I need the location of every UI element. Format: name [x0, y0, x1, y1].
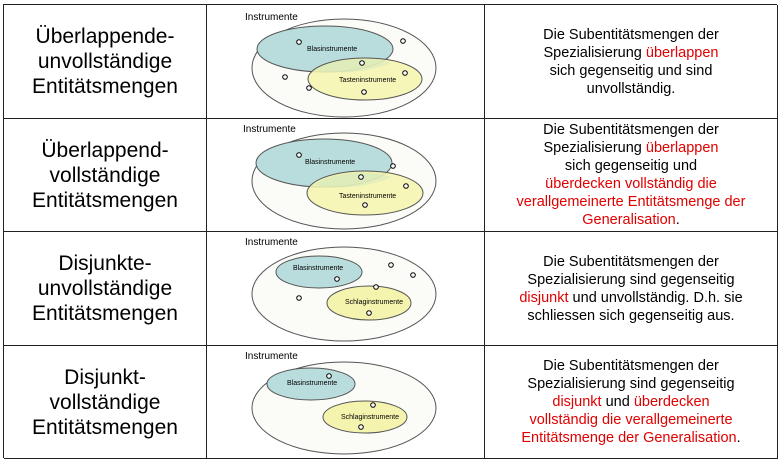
element-dot — [334, 276, 340, 282]
element-dot — [400, 38, 406, 44]
outer-set-label: Instrumente — [245, 351, 298, 362]
set-a-label: Blasinstrumente — [287, 380, 337, 387]
desc-text: Die Subentitätsmengen der — [543, 26, 719, 43]
disjoint-complete-diagram: Instrumente Blasinstrumente Schlaginstru… — [245, 351, 437, 455]
comparison-table: Überlappende- unvollständige Entitätsmen… — [3, 4, 778, 459]
title-line: Disjunkte- — [58, 252, 152, 275]
title-line: vollständige — [49, 163, 161, 187]
desc-text: schliessen sich gegenseitig aus. — [527, 307, 735, 324]
row-1-title: Überlappende- unvollständige Entitätsmen… — [4, 5, 207, 119]
set-a-ellipse — [275, 255, 363, 289]
desc-highlight: Generalisation — [582, 212, 676, 228]
desc-highlight: disjunkt — [552, 394, 602, 410]
desc-text: sich gegenseitig und sind — [549, 62, 713, 79]
desc-highlight: überlappen — [645, 140, 719, 156]
set-b-ellipse — [322, 400, 408, 434]
row-4-title: Disjunkt- vollständige Entitätsmengen — [4, 346, 207, 459]
set-a-ellipse — [266, 367, 356, 401]
overlap-region — [315, 59, 391, 73]
set-b-label: Schlaginstrumente — [341, 414, 399, 421]
desc-highlight: überdecken — [633, 394, 710, 410]
element-dot — [361, 89, 367, 95]
title-line: Entitätsmengen — [32, 302, 178, 325]
set-a-label: Blasinstrumente — [307, 46, 357, 53]
desc-text: Spezialisierung — [543, 140, 646, 156]
set-b-ellipse — [326, 285, 412, 321]
set-a-label: Blasinstrumente — [305, 159, 355, 166]
element-dot — [370, 402, 376, 408]
title-line: unvollständige — [37, 50, 173, 73]
desc-highlight: verallgemeinerte Entitätsmenge der — [516, 194, 746, 210]
title-line: Überlappend- — [41, 138, 169, 162]
row-3-diagram: Instrumente Blasinstrumente Schlaginstru… — [207, 232, 485, 346]
elements — [296, 152, 409, 208]
desc-text: Die Subentitätsmengen der — [543, 122, 719, 138]
element-dot — [296, 295, 302, 301]
row-2-description: Die Subentitätsmengen der Spezialisierun… — [485, 119, 778, 232]
set-b-label: Tasteninstrumente — [339, 77, 396, 84]
set-a-label: Blasinstrumente — [293, 265, 343, 272]
desc-highlight: disjunkt — [519, 289, 569, 306]
row-3-description: Die Subentitätsmengen der Spezialisierun… — [485, 232, 778, 346]
element-dot — [282, 74, 288, 80]
outer-set-label: Instrumente — [245, 237, 298, 248]
desc-text: Die Subentitätsmengen der — [543, 253, 719, 270]
title-line: Überlappende- — [35, 25, 175, 48]
overlap-region — [315, 173, 392, 188]
element-dot — [296, 39, 302, 45]
element-dot — [373, 284, 379, 290]
desc-text: Spezialisierung sind gegenseitig — [527, 376, 735, 392]
desc-text: sich gegenseitig und — [564, 158, 698, 174]
desc-text: Die Subentitätsmengen der — [543, 358, 719, 374]
element-dot — [366, 310, 372, 316]
element-dot — [388, 262, 394, 268]
elements — [282, 38, 408, 95]
set-b-label: Schlaginstrumente — [345, 299, 403, 306]
title-line: vollständige — [49, 390, 161, 414]
title-line: Entitätsmengen — [32, 188, 178, 212]
desc-text: unvollständig. — [586, 80, 676, 97]
row-1-description: Die Subentitätsmengen der Spezialisierun… — [485, 5, 778, 119]
outer-set-label: Instrumente — [243, 124, 296, 135]
title-line: Entitätsmengen — [32, 415, 178, 439]
title-line: Disjunkt- — [64, 365, 146, 389]
element-dot — [410, 272, 416, 278]
element-dot — [358, 174, 364, 180]
disjoint-partial-diagram: Instrumente Blasinstrumente Schlaginstru… — [245, 237, 437, 342]
outer-set-label: Instrumente — [245, 12, 298, 23]
overlap-partial-diagram: Instrumente Blasinstrumente Tasteninstru… — [245, 12, 437, 118]
elements — [326, 373, 376, 430]
row-4-diagram: Instrumente Blasinstrumente Schlaginstru… — [207, 346, 485, 459]
overlap-complete-diagram: Instrumente Blasinstrumente Tasteninstru… — [243, 124, 437, 230]
desc-text: und — [601, 394, 634, 410]
desc-text: . — [675, 212, 680, 228]
title-line: Entitätsmengen — [32, 75, 178, 98]
element-dot — [306, 85, 312, 91]
desc-highlight: überlappen — [645, 44, 719, 61]
row-3-title: Disjunkte- unvollständige Entitätsmengen — [4, 232, 207, 346]
title-line: unvollständige — [37, 277, 173, 300]
row-4-description: Die Subentitätsmengen der Spezialisierun… — [485, 346, 778, 459]
row-1-diagram: Instrumente Blasinstrumente Tasteninstru… — [207, 5, 485, 119]
desc-highlight: überdecken vollständig die — [545, 176, 717, 192]
desc-highlight: vollständig die verallgemeinerte — [529, 412, 733, 428]
row-2-title: Überlappend- vollständige Entitätsmengen — [4, 119, 207, 232]
element-dot — [358, 424, 364, 430]
element-dot — [402, 70, 408, 76]
element-dot — [390, 163, 396, 169]
desc-text: Spezialisierung sind gegenseitig — [527, 271, 735, 288]
desc-text: . — [736, 430, 741, 446]
set-b-label: Tasteninstrumente — [339, 193, 396, 200]
element-dot — [326, 373, 332, 379]
desc-text: Spezialisierung — [543, 44, 646, 61]
element-dot — [403, 183, 409, 189]
elements — [296, 262, 416, 316]
element-dot — [362, 202, 368, 208]
desc-text: und unvollständig. D.h. sie — [568, 289, 743, 306]
row-2-diagram: Instrumente Blasinstrumente Tasteninstru… — [207, 119, 485, 232]
element-dot — [359, 60, 365, 66]
desc-highlight: Entitätsmenge der Generalisation — [521, 430, 737, 446]
element-dot — [296, 152, 302, 158]
